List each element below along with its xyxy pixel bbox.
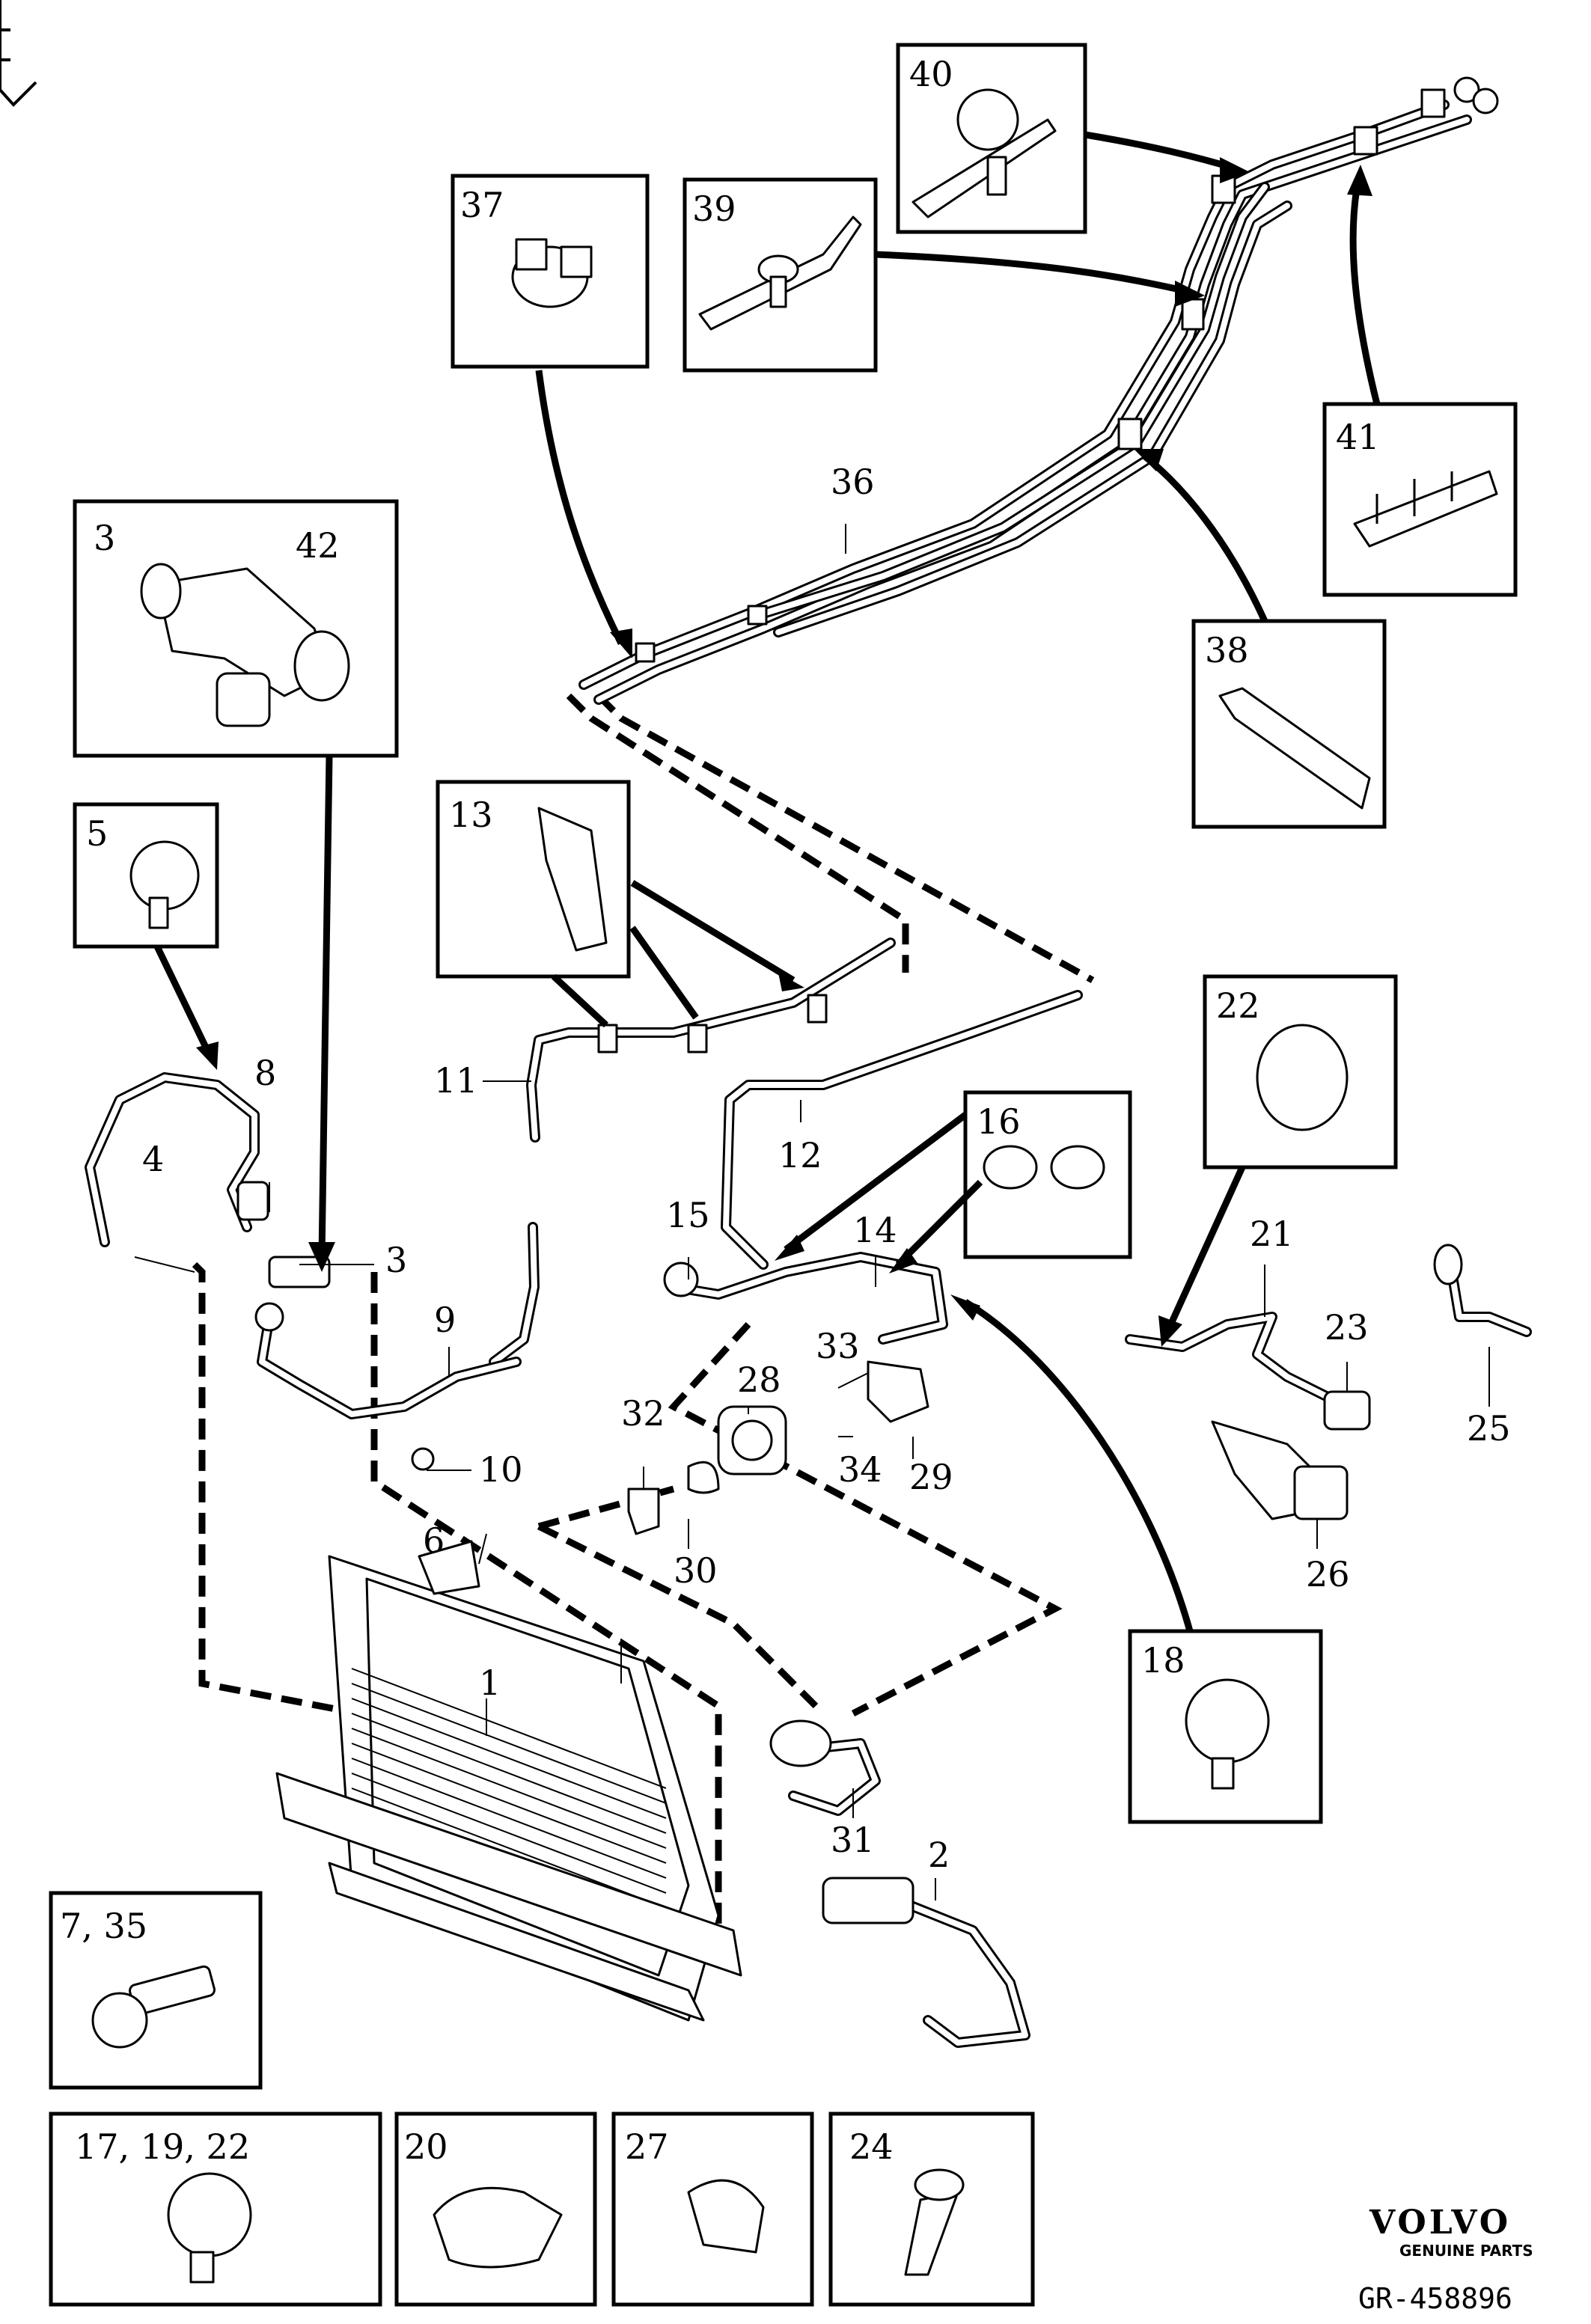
label-38: 38	[1205, 630, 1249, 670]
label-39: 39	[692, 189, 736, 229]
label-3-box: 3	[94, 518, 115, 558]
label-9: 9	[434, 1300, 456, 1340]
label-28: 28	[737, 1360, 781, 1400]
corner-mark	[0, 0, 37, 107]
label-10: 10	[479, 1449, 523, 1490]
label-34: 34	[838, 1449, 882, 1490]
label-29: 29	[909, 1457, 953, 1497]
label-8: 8	[254, 1053, 276, 1093]
detail-box-20	[394, 2112, 597, 2307]
callout-arrows	[153, 131, 1381, 1633]
label-22: 22	[1216, 985, 1260, 1026]
label-20: 20	[404, 2126, 448, 2167]
detail-box-40	[896, 43, 1087, 234]
label-6: 6	[423, 1520, 445, 1561]
label-32: 32	[621, 1393, 665, 1434]
hose-25	[1433, 1244, 1532, 1337]
label-24: 24	[849, 2126, 894, 2167]
logo-tagline: GENUINE PARTS	[1399, 2242, 1533, 2260]
label-30: 30	[674, 1550, 718, 1591]
label-16: 16	[977, 1101, 1021, 1142]
detail-box-24	[828, 2112, 1035, 2307]
line-bundle-36	[578, 76, 1499, 705]
label-4: 4	[142, 1139, 164, 1179]
detail-box-27	[611, 2112, 814, 2307]
label-3: 3	[385, 1240, 407, 1280]
label-26: 26	[1306, 1554, 1350, 1594]
label-11: 11	[434, 1060, 478, 1101]
label-1: 1	[479, 1663, 501, 1703]
volvo-logo: VOLVO GENUINE PARTS	[1369, 2204, 1533, 2260]
detail-box-39	[682, 177, 878, 373]
detail-box-37	[451, 174, 650, 369]
label-12: 12	[778, 1135, 822, 1175]
label-42: 42	[296, 525, 340, 566]
label-41: 41	[1336, 417, 1380, 457]
label-36: 36	[831, 462, 875, 502]
hose-21	[1125, 1312, 1337, 1404]
hoses	[85, 76, 1532, 2048]
detail-box-3	[73, 499, 399, 758]
detail-box-41	[1322, 402, 1518, 597]
label-37: 37	[460, 185, 504, 225]
label-21: 21	[1250, 1214, 1294, 1254]
hose-14	[668, 1252, 948, 1345]
hose-2	[822, 1877, 1030, 2048]
detail-box-7-35	[49, 1891, 263, 2090]
radiator-assembly	[275, 1540, 742, 2022]
leader-lines	[134, 524, 1490, 1901]
detail-box-17-19-22	[49, 2112, 382, 2307]
detail-box-22	[1203, 974, 1398, 1169]
detail-box-38	[1191, 619, 1387, 829]
detail-box-5	[73, 802, 219, 949]
label-40: 40	[909, 54, 953, 94]
label-17-19-22: 17, 19, 22	[75, 2126, 250, 2167]
label-2: 2	[928, 1835, 950, 1875]
label-25: 25	[1467, 1408, 1511, 1449]
hose-12	[721, 990, 1083, 1270]
label-18: 18	[1141, 1640, 1185, 1681]
label-23: 23	[1325, 1307, 1369, 1348]
detail-box-13	[436, 780, 631, 979]
label-14: 14	[853, 1210, 897, 1250]
logo-brand: VOLVO	[1369, 2204, 1511, 2242]
label-13: 13	[449, 795, 493, 835]
detail-box-18	[1128, 1629, 1323, 1824]
label-5: 5	[86, 813, 108, 854]
label-31: 31	[831, 1820, 875, 1860]
hose-11	[489, 938, 896, 1367]
hose-31	[769, 1719, 881, 1816]
pump-28	[717, 1405, 787, 1476]
dashed-routing-lines	[192, 693, 1095, 1938]
diagram-reference: GR-458896	[1358, 2282, 1512, 2315]
detail-box-16	[963, 1090, 1132, 1259]
label-27: 27	[625, 2126, 669, 2167]
hose-4	[85, 1072, 260, 1247]
part-labels: 1 2 3 3 4 5 6 7, 35 8 9 10 11 12 13 14 1…	[60, 54, 1511, 2167]
label-33: 33	[816, 1326, 860, 1366]
hose-9	[257, 1312, 522, 1419]
label-7-35: 7, 35	[60, 1906, 147, 1946]
label-15: 15	[666, 1195, 710, 1235]
